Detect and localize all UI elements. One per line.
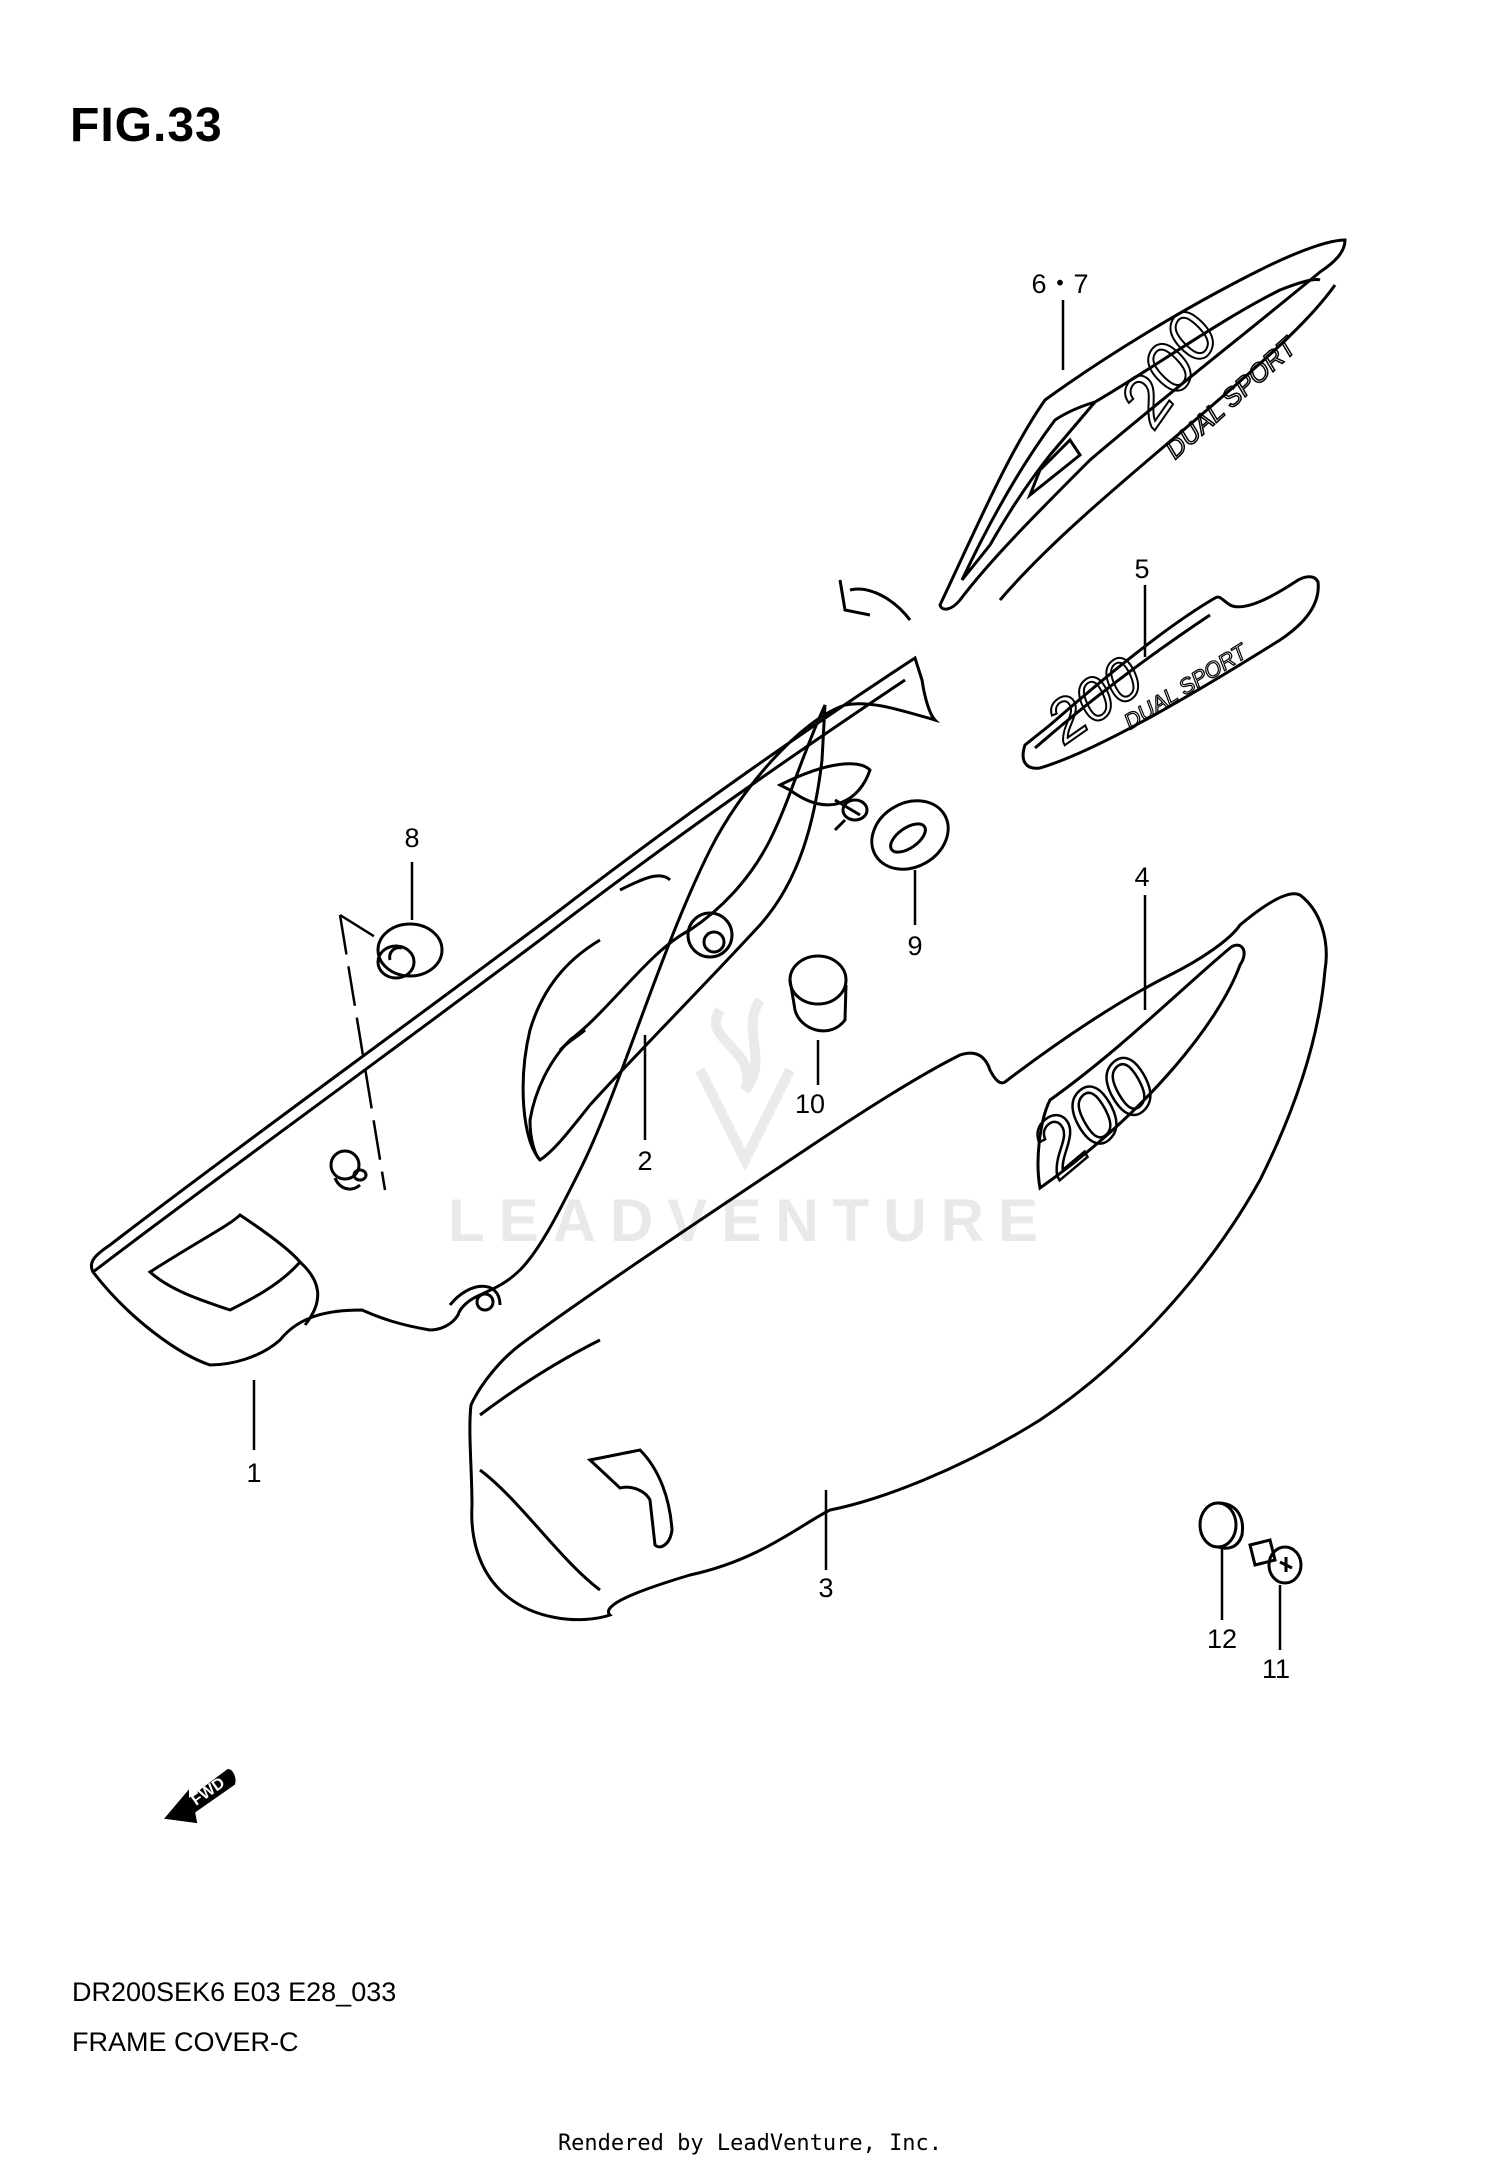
callout-4: 4 (1134, 862, 1149, 892)
forward-arrow: FWD (164, 1768, 236, 1824)
callout-11: 11 (1262, 1654, 1290, 1684)
callout-1: 1 (246, 1458, 261, 1488)
watermark-logo (695, 997, 795, 1172)
callout-5: 5 (1134, 554, 1149, 584)
frame-cover-rail (89, 579, 941, 1367)
side-cover (468, 892, 1328, 1622)
rendered-by-footer: Rendered by LeadVenture, Inc. (557, 2131, 943, 2156)
callout-10: 10 (795, 1089, 825, 1119)
screw-11 (1248, 1538, 1303, 1585)
decal-large (938, 238, 1347, 611)
washer-12 (1198, 1501, 1245, 1550)
figure-title: FIG.33 (70, 99, 223, 152)
callout-9: 9 (907, 931, 922, 961)
leader-dashes (338, 913, 387, 1191)
spacer-10 (788, 954, 848, 1033)
frame-pin (833, 798, 869, 832)
callout-3: 3 (818, 1573, 833, 1603)
decal-small (1021, 575, 1320, 770)
grommet-8 (376, 922, 444, 980)
callout-12: 12 (1207, 1624, 1237, 1654)
cover-emblem (1036, 943, 1246, 1191)
watermark-text: LEADVENTURE (447, 1187, 1053, 1254)
callout-2: 2 (637, 1146, 652, 1176)
inner-cover (521, 704, 827, 1162)
rail-grommet (329, 1149, 368, 1191)
decal-small-number: 200 (1033, 643, 1154, 756)
callout-labels: 1 2 3 4 5 6・7 8 9 10 11 12 (246, 269, 1290, 1684)
section-name: FRAME COVER-C (72, 2027, 299, 2057)
leader-lines (252, 300, 1282, 1650)
grommet-9 (870, 799, 950, 871)
model-code: DR200SEK6 E03 E28_033 (72, 1977, 397, 2007)
inner-grommet (686, 911, 734, 959)
callout-8: 8 (404, 823, 419, 853)
callout-6-7: 6・7 (1031, 269, 1088, 299)
